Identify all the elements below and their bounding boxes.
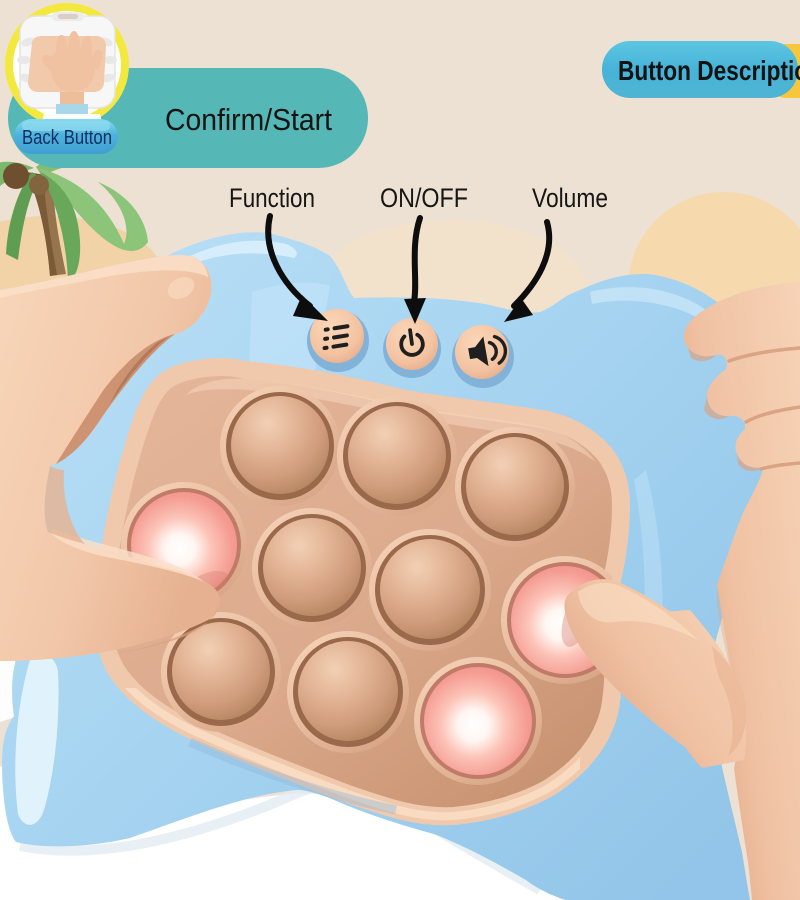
svg-text:ON/OFF: ON/OFF xyxy=(380,183,468,213)
svg-text:Back Button: Back Button xyxy=(22,127,112,149)
svg-text:Button Description: Button Description xyxy=(618,55,800,86)
svg-text:Volume: Volume xyxy=(532,183,608,213)
svg-text:Function: Function xyxy=(229,183,315,213)
svg-text:Confirm/Start: Confirm/Start xyxy=(165,102,332,137)
